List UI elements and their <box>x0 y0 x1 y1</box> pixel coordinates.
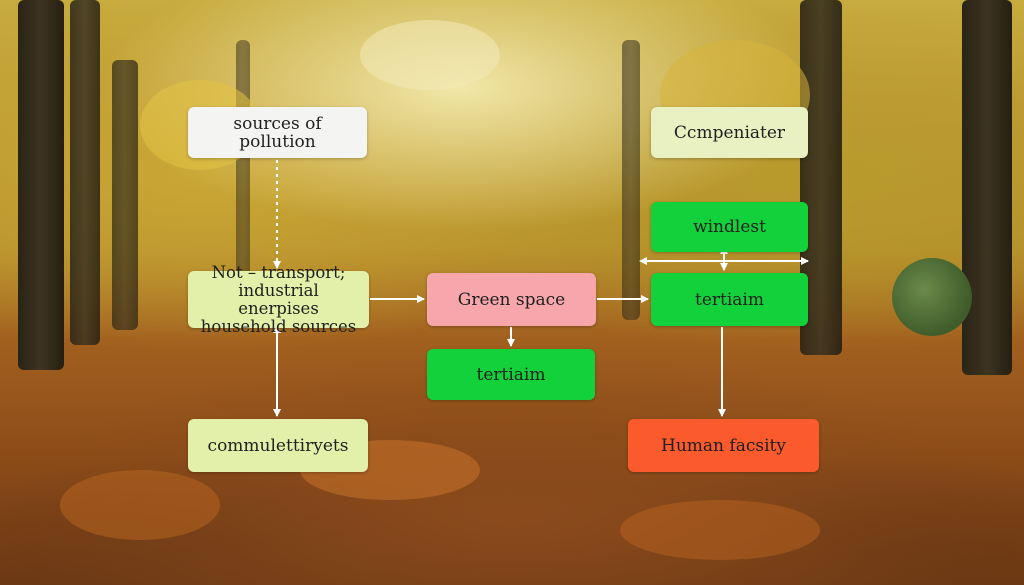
node-green-space: Green space <box>427 273 596 326</box>
node-sources-of-pollution: sources of pollution <box>188 107 367 158</box>
shrub <box>892 258 972 336</box>
node-human-facsity: Human facsity <box>628 419 819 472</box>
node-label: Green space <box>457 289 566 310</box>
node-label: sources of pollution <box>233 113 322 152</box>
tree-trunk <box>70 0 100 345</box>
tree-trunk <box>112 60 138 330</box>
tree-trunk <box>622 40 640 320</box>
node-windlest: windlest <box>651 202 808 252</box>
tree-trunk <box>18 0 64 370</box>
node-tertiaim-left: tertiaim <box>427 349 595 400</box>
foliage-blur <box>620 500 820 560</box>
node-label: windlest <box>693 217 766 237</box>
tree-trunk <box>962 0 1012 375</box>
foliage-blur <box>360 20 500 90</box>
node-community: commulettiryets <box>188 419 368 472</box>
node-label: tertiaim <box>476 364 546 385</box>
node-label-line: household sources <box>200 316 357 336</box>
node-label-line: Not – transport; <box>211 262 346 282</box>
node-tertiaim-right: tertiaim <box>651 273 808 326</box>
node-label: tertiaim <box>695 289 764 310</box>
node-not-transport: Not – transport; industrial enerpises ho… <box>188 263 369 335</box>
node-label-line: industrial enerpises <box>238 280 319 318</box>
node-compeniater: Ccmpeniater <box>651 107 808 158</box>
foliage-blur <box>60 470 220 540</box>
node-label: Human facsity <box>661 435 786 456</box>
node-label: commulettiryets <box>207 435 349 456</box>
node-label: Ccmpeniater <box>673 122 786 143</box>
